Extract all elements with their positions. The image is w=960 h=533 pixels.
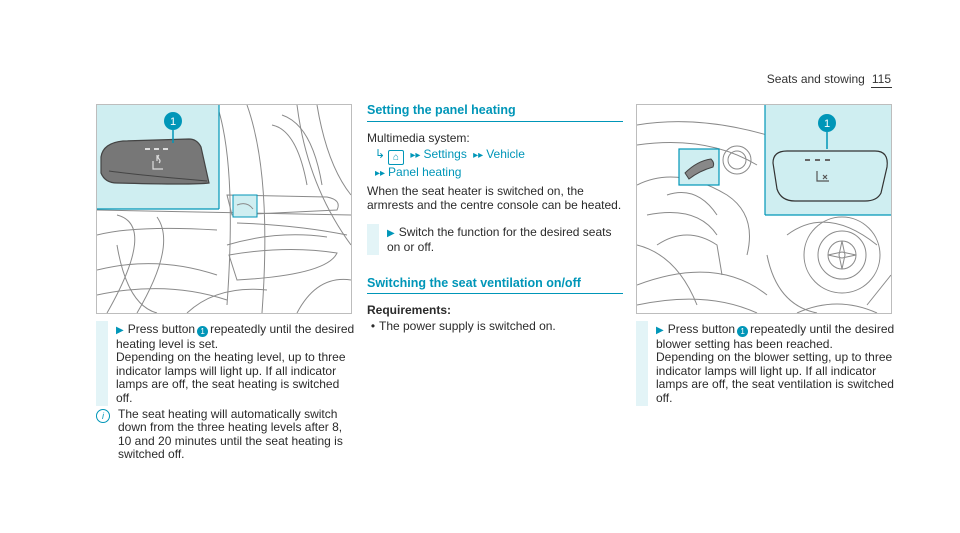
seat-ventilation-illustration: 1 [636, 104, 892, 314]
step-arrow-icon: ▶ [387, 228, 395, 240]
home-icon: ⌂ [388, 150, 405, 166]
step-bar [367, 224, 379, 255]
hook-arrow-icon: ↳ [375, 147, 386, 162]
note-text: The seat heating will automatically swit… [118, 406, 343, 462]
step-arrow-icon: ▶ [656, 325, 664, 336]
step-arrow-icon: ▶ [116, 325, 124, 336]
door-panel-drawing-2: 1 [637, 105, 891, 313]
info-note: i The seat heating will automatically sw… [96, 406, 356, 462]
path-panel-heating: Panel heating [388, 165, 462, 180]
path-settings: Settings [423, 147, 467, 162]
requirements-label: Requirements: [367, 303, 452, 318]
step-detail: Depending on the blower setting, up to t… [656, 350, 894, 405]
chevron-icon: ▸▸ [410, 150, 421, 162]
step-bar [636, 321, 648, 406]
multimedia-label: Multimedia system: [367, 130, 470, 145]
step-detail: Depending on the heating level, up to th… [116, 350, 346, 405]
chevron-icon: ▸▸ [473, 150, 484, 162]
path-vehicle: Vehicle [486, 147, 525, 162]
page-number: 115 [870, 72, 892, 88]
step-text-start: Press button [667, 322, 736, 336]
requirement-text: The power supply is switched on. [379, 318, 556, 333]
step-text-start: Press button [127, 322, 196, 336]
panel-info: When the seat heater is switched on, the… [367, 184, 622, 212]
section-name: Seats and stowing [766, 72, 865, 86]
requirement-item: • The power supply is switched on. [367, 318, 623, 334]
section-title-ventilation: Switching the seat ventilation on/off [367, 276, 623, 295]
callout-icon: 1 [737, 326, 749, 337]
step-bar [96, 321, 108, 406]
chevron-icon: ▸▸ [375, 168, 386, 180]
page-header: Seats and stowing 115 [767, 72, 892, 88]
callout-icon: 1 [197, 326, 209, 337]
menu-path: ↳⌂ ▸▸Settings ▸▸Vehicle ▸▸Panel heating [367, 147, 623, 181]
callout-number: 1 [824, 118, 830, 130]
door-panel-drawing: 1 [97, 105, 351, 313]
seat-heating-illustration: 1 [96, 104, 352, 314]
section-title-panel-heating: Setting the panel heating [367, 103, 623, 122]
step-text-end: repeatedly until the desired heating lev… [116, 322, 355, 351]
step-switch-function: ▶Switch the function for the desired sea… [367, 224, 623, 255]
step-text: Switch the function for the desired seat… [387, 225, 612, 254]
step-text-end: repeatedly until the desired blower sett… [656, 322, 895, 351]
callout-number: 1 [170, 116, 176, 128]
info-icon: i [96, 408, 110, 423]
panel-heating-section: Setting the panel heating Multimedia sys… [367, 103, 623, 334]
bullet-icon: • [370, 318, 376, 333]
